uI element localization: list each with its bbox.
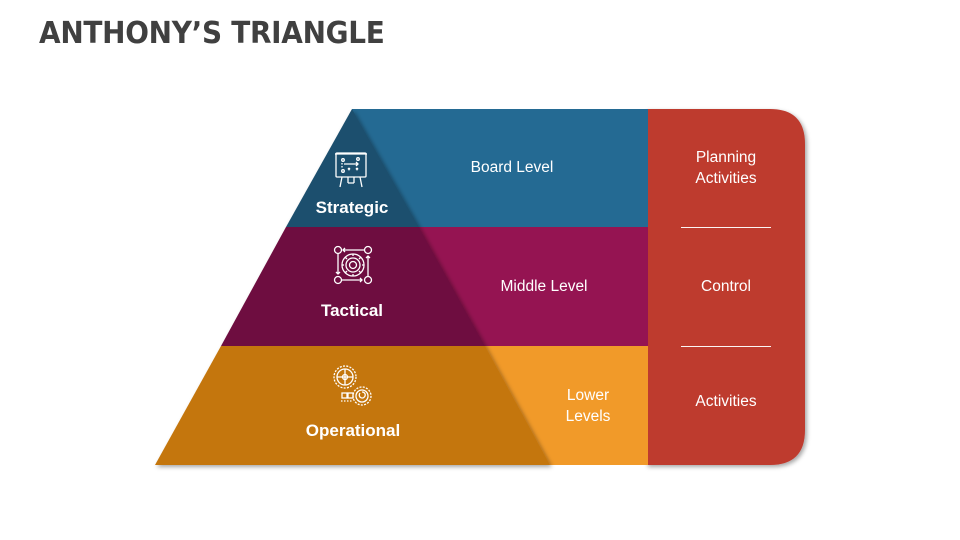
level-label-strategic: Strategic: [315, 198, 389, 217]
activity-label-planning: Planning Activities: [695, 149, 757, 187]
band-label-board-level: Board Level: [470, 159, 554, 176]
band-label-lower-levels: Lower Levels: [565, 387, 611, 425]
tactical-layer: [221, 227, 485, 346]
level-label-operational: Operational: [305, 421, 401, 440]
operations-gears-icon: [333, 365, 372, 406]
page-title: ANTHONY’S TRIANGLE: [39, 16, 385, 51]
activity-divider-1: [681, 227, 771, 228]
activity-label-activities: Activities: [695, 393, 757, 410]
process-cycle-gear-icon: [333, 245, 373, 285]
level-label-tactical: Tactical: [320, 301, 384, 320]
strategy-board-icon: [335, 152, 367, 188]
activity-divider-2: [681, 346, 771, 347]
activity-label-control: Control: [701, 278, 751, 295]
operational-layer: [155, 346, 550, 465]
band-label-middle-level: Middle Level: [500, 278, 588, 295]
activity-panel: [646, 109, 805, 465]
strategic-layer: [286, 109, 419, 227]
